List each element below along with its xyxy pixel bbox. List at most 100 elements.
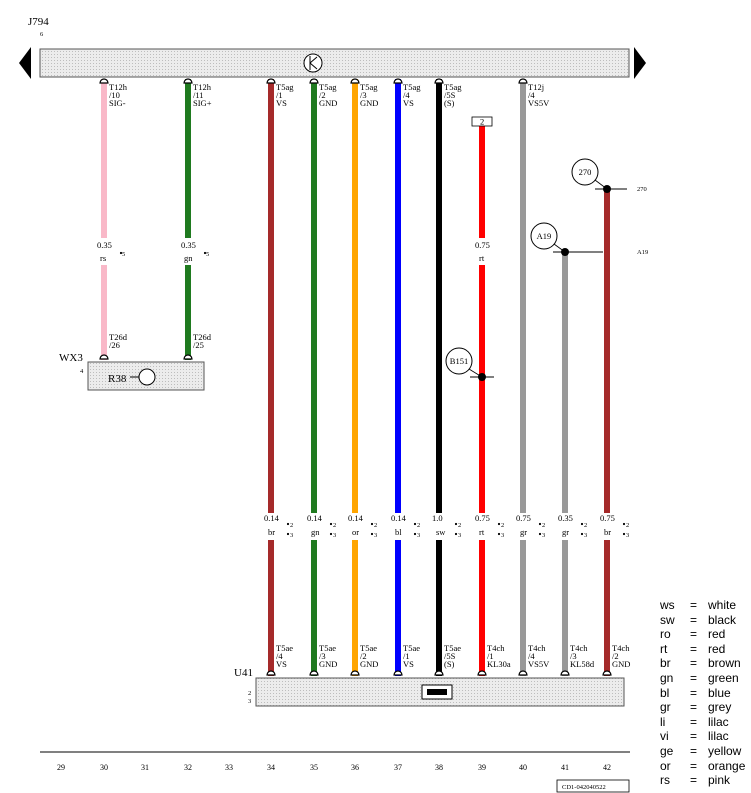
u41-usb-icon <box>421 684 453 700</box>
legend-row: ws=white <box>660 598 751 613</box>
note-dot-icon <box>622 532 626 536</box>
r38-light-icon <box>130 368 156 386</box>
wire-segment-upper[interactable] <box>101 79 107 238</box>
wire-segment-lower[interactable] <box>101 265 107 360</box>
wire-size-label: 0.75 <box>600 513 615 523</box>
wx3-label: WX3 <box>59 352 83 364</box>
note-dot-icon <box>454 522 458 526</box>
legend-equals: = <box>690 627 698 642</box>
wire-segment-mid[interactable] <box>479 265 485 513</box>
wire-color-code: gn <box>184 253 193 263</box>
note-dot-icon <box>286 522 290 526</box>
wire-segment-lower[interactable] <box>436 540 442 676</box>
top-pin-label: T12h <box>109 82 128 92</box>
top-pin-label: /4 <box>403 90 410 100</box>
wire-segment-upper[interactable] <box>479 126 485 238</box>
wire-segment-upper[interactable] <box>562 252 568 513</box>
wire-segment-upper[interactable] <box>604 189 610 513</box>
wire-segment-lower[interactable] <box>520 540 526 676</box>
legend-row: sw=black <box>660 613 751 628</box>
column-number: 38 <box>435 763 443 772</box>
legend-equals: = <box>690 598 698 612</box>
bottom-pin-label: T4ch <box>612 643 630 653</box>
component-j794[interactable]: J794 6 <box>19 16 646 79</box>
wire-size-label-upper: 0.75 <box>475 240 490 250</box>
j794-label: J794 <box>28 16 49 28</box>
top-pin-icon <box>518 78 528 84</box>
bottom-pin-icon <box>560 670 570 676</box>
wire-segment-lower[interactable] <box>185 265 191 360</box>
wire-segment-upper[interactable] <box>268 79 274 513</box>
legend-equals: = <box>690 743 698 758</box>
junction-dot-icon <box>478 373 486 381</box>
bottom-pin-label: T5ae <box>360 643 377 653</box>
top-pin-label: T5ag <box>276 82 294 92</box>
legend-row: br=brown <box>660 656 751 671</box>
bottom-pin-label: /26 <box>109 340 120 350</box>
u41-label: U41 <box>234 667 253 679</box>
wire-note: 3 <box>290 532 293 539</box>
top-pin-label: /2 <box>319 90 326 100</box>
component-u41[interactable]: U41 2 3 <box>234 667 625 707</box>
note-dot-icon <box>329 522 333 526</box>
wire-segment-upper[interactable] <box>185 79 191 238</box>
note-dot-icon <box>119 251 123 255</box>
wire-segment-lower[interactable] <box>395 540 401 676</box>
wire-segment-lower[interactable] <box>268 540 274 676</box>
note-dot-icon <box>622 522 626 526</box>
j794-control-unit-icon <box>303 53 323 73</box>
j794-bar[interactable] <box>39 48 630 78</box>
wire-segment-upper[interactable] <box>395 79 401 513</box>
bottom-pin-label: T4ch <box>528 643 546 653</box>
wire-segment-lower[interactable] <box>479 540 485 676</box>
legend-row: ro=red <box>660 627 751 642</box>
junction-B151[interactable]: B151 <box>445 347 494 381</box>
wire-note: 3 <box>417 532 420 539</box>
wire-segment-lower[interactable] <box>311 540 317 676</box>
top-pin-label: /5S <box>444 90 456 100</box>
column-number: 29 <box>57 763 65 772</box>
wire-segment-lower[interactable] <box>604 540 610 676</box>
legend-color-name: grey <box>708 700 732 715</box>
legend-row: gr=grey <box>660 700 751 715</box>
wire-segment-upper[interactable] <box>436 79 442 513</box>
bottom-pin-label: /25 <box>193 340 204 350</box>
wire-segment-upper[interactable] <box>520 79 526 513</box>
top-pin-label: GND <box>360 98 378 108</box>
wire-segment-lower[interactable] <box>352 540 358 676</box>
note-dot-icon <box>538 522 542 526</box>
footer-code: CD1-042040522 <box>562 784 606 791</box>
wire-segment-lower[interactable] <box>562 540 568 676</box>
legend-row: vi=lilac <box>660 729 751 744</box>
wire-color-code: br <box>604 527 611 537</box>
top-pin-icon <box>350 78 360 84</box>
legend-row: rs=pink <box>660 773 751 788</box>
wire-note: 3 <box>626 532 629 539</box>
legend-equals: = <box>690 758 698 773</box>
component-wx3[interactable]: WX3 4 R38 <box>59 352 205 391</box>
legend-code: gr <box>660 700 671 715</box>
wire-size-label: 0.35 <box>181 240 196 250</box>
junction-dot-icon <box>603 185 611 193</box>
wire-segment-upper[interactable] <box>352 79 358 513</box>
wire-segment-upper[interactable] <box>311 79 317 513</box>
legend-color-name: white <box>708 598 737 612</box>
top-pin-label: GND <box>319 98 337 108</box>
wire-color-code-upper: rt <box>479 253 485 263</box>
